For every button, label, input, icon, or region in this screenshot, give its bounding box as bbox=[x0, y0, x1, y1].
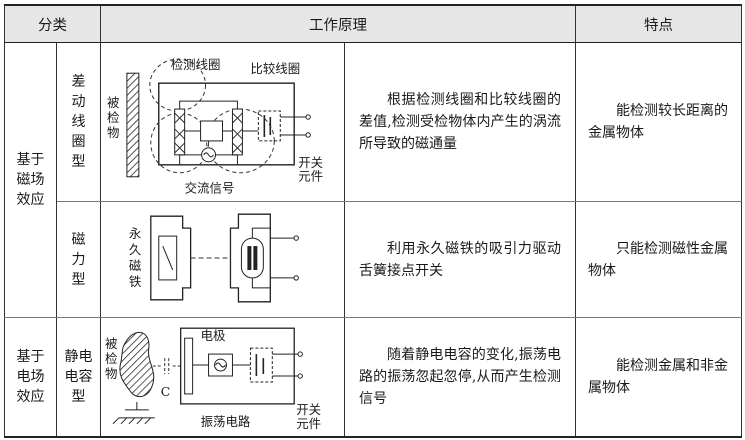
group-label-line: 磁场 bbox=[16, 172, 45, 188]
object-label: 被 bbox=[105, 336, 118, 351]
header-features: 特点 bbox=[575, 4, 742, 43]
type-label-char: 力 bbox=[71, 251, 86, 268]
differential-coil-diagram: 被 检 物 bbox=[107, 57, 323, 196]
table-header-row: 分类 工作原理 特点 bbox=[4, 4, 742, 43]
electrode-label: 电极 bbox=[201, 328, 226, 343]
type-differential-coil: 差 动 线 圈 型 bbox=[56, 42, 101, 202]
feature-capacitance: 能检测金属和非金属物体 bbox=[575, 317, 742, 438]
proximity-sensor-table: 分类 工作原理 特点 基于 磁场 效应 差 动 线 圈 型 bbox=[4, 4, 742, 438]
header-classification: 分类 bbox=[4, 4, 101, 43]
type-label-char: 线 bbox=[71, 114, 86, 130]
group-label-line: 效应 bbox=[16, 192, 45, 208]
object-label: 被 bbox=[107, 95, 120, 110]
type-label-char: 圈 bbox=[71, 134, 86, 150]
magnet-label: 铁 bbox=[129, 274, 141, 289]
sensor-body bbox=[180, 327, 295, 405]
type-magnetic-force: 磁 力 型 bbox=[56, 201, 101, 318]
switch-label: 开关 bbox=[298, 155, 323, 170]
target-object-icon bbox=[119, 331, 155, 398]
table-row: 基于 磁场 效应 差 动 线 圈 型 被 检 物 bbox=[4, 42, 742, 318]
group-label-line: 基于 bbox=[16, 152, 45, 168]
type-label-line: 电容 bbox=[64, 369, 93, 385]
object-label: 检 bbox=[105, 351, 117, 366]
principle-capacitance: 随着静电电容的变化,振荡电路的振荡忽起忽停,从而产生检测信号 bbox=[344, 317, 576, 438]
diagram-differential-coil-cell: 被 检 物 bbox=[100, 42, 345, 202]
type-label-char: 磁 bbox=[71, 231, 86, 248]
feature-magnetic-force: 只能检测磁性金属物体 bbox=[575, 201, 742, 318]
diagram-magnetic-force-cell: 永 久 磁 铁 bbox=[100, 201, 345, 318]
permanent-magnet-icon bbox=[150, 215, 192, 301]
oscillator-label: 振荡电路 bbox=[201, 414, 251, 429]
group-label-line: 基于 bbox=[16, 349, 45, 365]
switch-element-icon bbox=[257, 110, 281, 142]
magnet-label: 永 bbox=[129, 226, 141, 241]
type-capacitance: 静电 电容 型 bbox=[56, 317, 101, 438]
reed-switch-housing bbox=[229, 213, 271, 303]
type-label-char: 型 bbox=[71, 271, 86, 288]
group-label-line: 电场 bbox=[16, 369, 45, 385]
principle-differential-coil: 根据检测线圈和比较线圈的差值,检测受检物体内产生的涡流所导致的磁通量 bbox=[344, 42, 576, 202]
group-electric-field: 基于 电场 效应 bbox=[4, 317, 57, 438]
object-label: 物 bbox=[107, 125, 119, 140]
capacitor-label: C bbox=[161, 384, 171, 399]
detect-coil-field bbox=[150, 112, 210, 174]
reed-switch-icon bbox=[240, 237, 264, 279]
header-principle: 工作原理 bbox=[100, 4, 576, 43]
circuit-block bbox=[200, 120, 223, 142]
diagram-capacitance-cell: 被 检 物 C 电极 bbox=[100, 317, 345, 438]
compare-coil-label: 比较线圈 bbox=[250, 61, 300, 76]
electrode-plate bbox=[184, 337, 194, 395]
table-row: 磁 力 型 永 久 磁 铁 bbox=[5, 201, 742, 318]
object-label: 检 bbox=[107, 110, 119, 125]
table-row: 基于 电场 效应 静电 电容 型 被 检 物 bbox=[4, 317, 742, 438]
magnetic-force-diagram: 永 久 磁 铁 bbox=[129, 213, 299, 303]
type-label-char: 型 bbox=[71, 154, 86, 170]
object-label: 物 bbox=[105, 366, 117, 381]
magnet-label: 磁 bbox=[129, 258, 142, 273]
ac-signal-label: 交流信号 bbox=[185, 181, 235, 196]
detect-coil-label: 检测线圈 bbox=[171, 57, 221, 72]
group-label-line: 效应 bbox=[16, 389, 45, 405]
type-label-char: 动 bbox=[71, 94, 86, 110]
switch-element-icon bbox=[249, 347, 273, 383]
type-label-line: 静电 bbox=[64, 349, 93, 365]
magnet-core bbox=[158, 235, 178, 281]
feature-differential-coil: 能检测较长距离的金属物体 bbox=[575, 42, 742, 202]
switch-label: 元件 bbox=[298, 169, 323, 184]
target-object-icon bbox=[126, 72, 140, 178]
group-magnetic-field: 基于 磁场 效应 bbox=[4, 42, 57, 318]
principle-magnetic-force: 利用永久磁铁的吸引力驱动舌簧接点开关 bbox=[344, 201, 576, 318]
magnet-label: 久 bbox=[129, 242, 142, 257]
capacitance-diagram: 被 检 物 C 电极 bbox=[105, 327, 321, 431]
type-label-line: 型 bbox=[71, 389, 86, 405]
switch-label: 开关 bbox=[296, 402, 321, 417]
switch-label: 元件 bbox=[296, 416, 321, 431]
type-label-char: 差 bbox=[71, 74, 86, 90]
sensor-body bbox=[158, 82, 295, 166]
